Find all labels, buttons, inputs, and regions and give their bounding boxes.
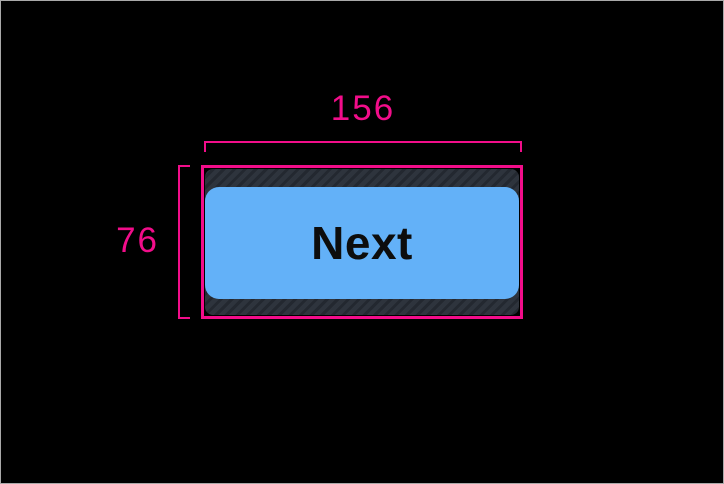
height-measure-bracket [178,165,190,319]
width-dimension-label: 156 [330,89,396,128]
touch-target-area[interactable]: Next [201,165,523,319]
next-button[interactable]: Next [205,187,519,299]
height-dimension-label: 76 [116,221,159,260]
width-measure-bracket [204,141,522,152]
